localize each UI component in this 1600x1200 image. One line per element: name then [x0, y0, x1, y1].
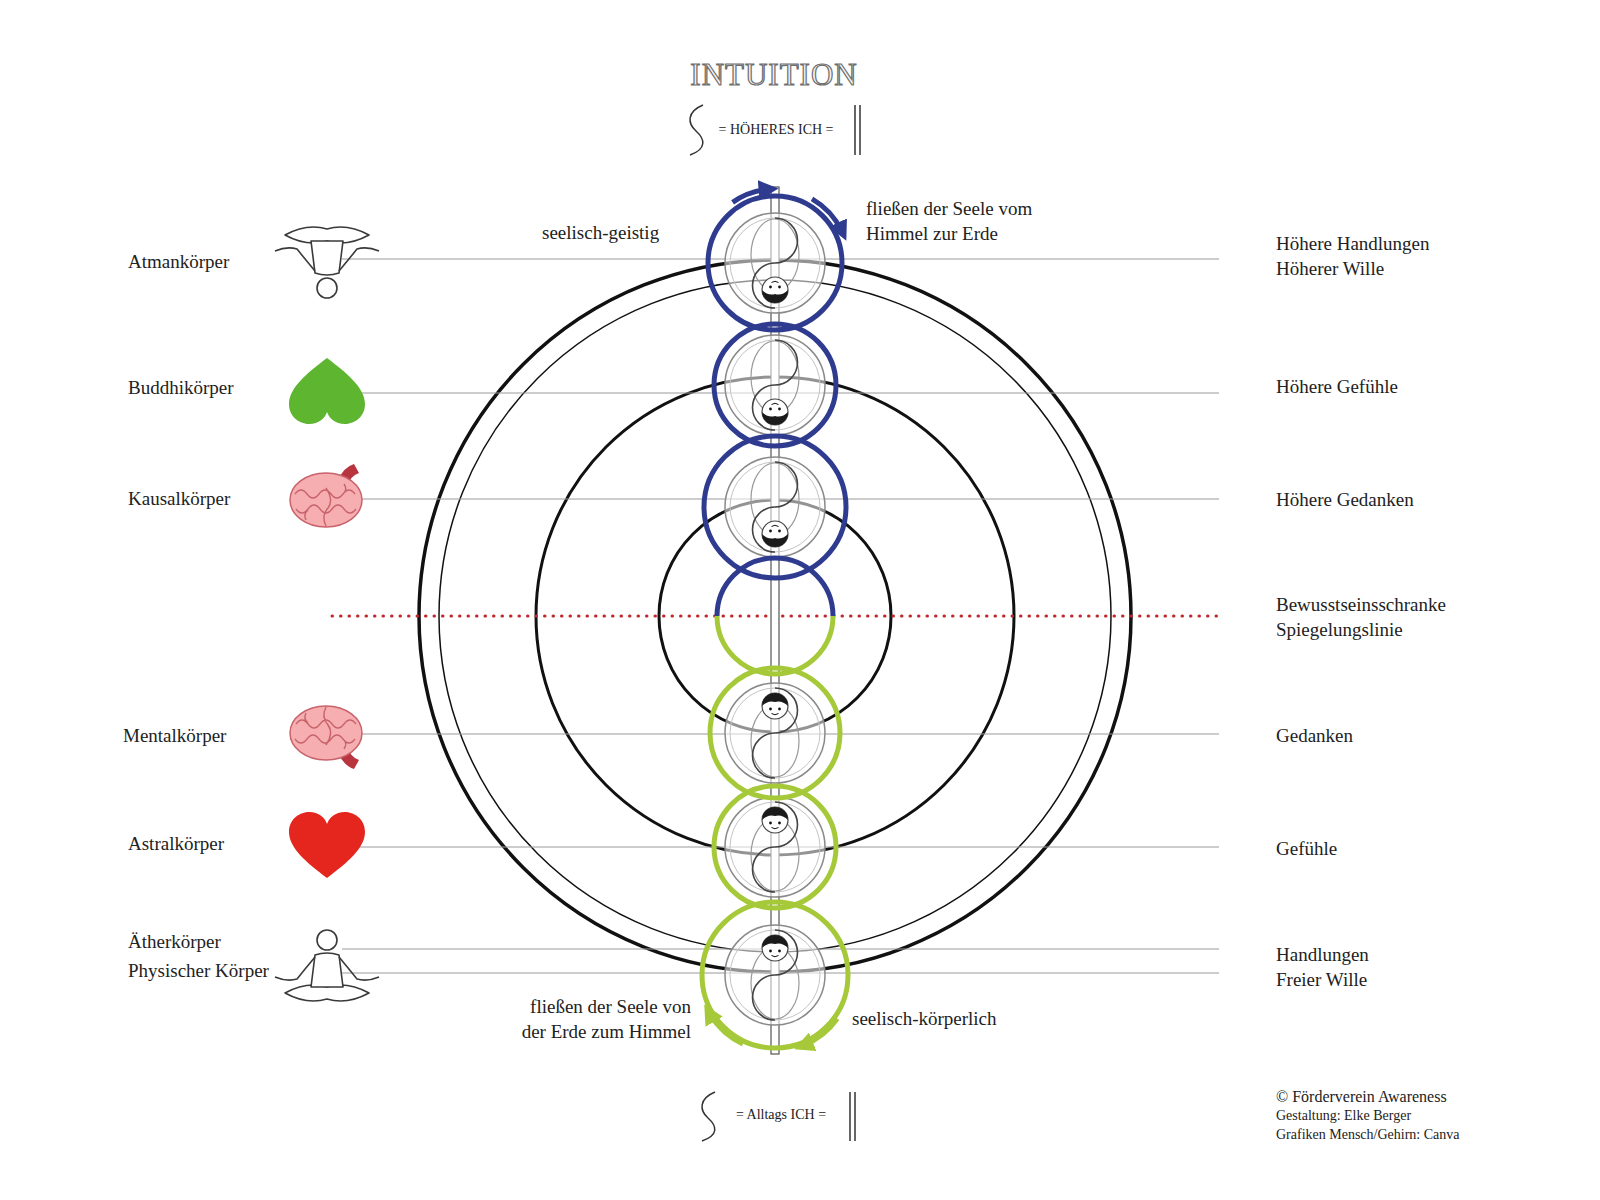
causal-brain-icon	[290, 464, 362, 527]
body-name: Mentalkörper	[123, 723, 226, 748]
soul-figure	[725, 213, 825, 313]
self-symbols	[690, 105, 860, 1141]
body-name: Atmankörper	[128, 249, 229, 274]
everyday-self-label: = Alltags ICH =	[736, 1106, 826, 1124]
body-name: Astralkörper	[128, 831, 224, 856]
s-curve-symbol	[690, 105, 703, 155]
green-ring	[702, 902, 848, 1048]
mental-brain-icon	[290, 706, 362, 769]
body-name: Physischer Körper	[128, 958, 269, 983]
credit-note: Grafiken Mensch/Gehirn: Canva	[1276, 1126, 1460, 1144]
higher-self-label: = HÖHERES ICH =	[719, 121, 834, 139]
soul-figure	[725, 797, 825, 897]
green-half-ring	[717, 616, 833, 674]
soul-figure	[725, 683, 825, 783]
body-name: Ätherkörper	[128, 929, 221, 954]
flow-quality-label: seelisch-körperlich	[852, 1006, 997, 1031]
aspect-label: Gefühle	[1276, 836, 1337, 861]
spiritual-rings	[704, 189, 846, 616]
astral-heart-icon	[289, 812, 365, 878]
flow-direction-label: fließen der Seele vom Himmel zur Erde	[866, 196, 1066, 246]
flow-quality-label: seelisch-geistig	[542, 220, 659, 245]
aspect-label: Höhere Gedanken	[1276, 487, 1414, 512]
aspect-label: Höhere Gefühle	[1276, 374, 1398, 399]
axis-rod	[771, 187, 779, 1054]
axis-symbol	[849, 1092, 851, 1141]
soul-figure	[725, 925, 825, 1025]
green-ring	[714, 786, 836, 908]
body-name: Buddhikörper	[128, 375, 234, 400]
bodily-rings	[702, 616, 848, 1048]
body-name: Kausalkörper	[128, 486, 230, 511]
soul-figure	[725, 335, 825, 435]
diagram-title: INTUITION	[690, 57, 857, 93]
flow-arrow	[812, 199, 842, 232]
atman-icon	[275, 227, 379, 298]
aspect-label: Höhere Handlungen Höherer Wille	[1276, 231, 1466, 281]
aspect-label: Handlungen Freier Wille	[1276, 942, 1396, 992]
s-curve-symbol	[702, 1092, 715, 1141]
axis-symbol	[854, 105, 856, 155]
flow-direction-label: fließen der Seele von der Erde zum Himme…	[511, 994, 691, 1044]
blue-ring	[708, 196, 842, 330]
buddhi-heart-icon	[289, 358, 365, 424]
flow-arrow	[804, 1019, 838, 1046]
blue-half-ring	[717, 558, 833, 616]
physical-body-icon	[275, 930, 379, 1001]
soul-figure	[725, 457, 825, 557]
credit-note: Gestaltung: Elke Berger	[1276, 1107, 1411, 1125]
copyright-note: © Förderverein Awareness	[1276, 1086, 1447, 1107]
aspect-label: Gedanken	[1276, 723, 1353, 748]
green-ring	[710, 668, 840, 798]
axis-symbol	[854, 1092, 856, 1141]
axis-symbol	[859, 105, 861, 155]
flow-arrow	[733, 189, 769, 202]
blue-ring	[714, 324, 836, 446]
flow-arrow	[709, 1013, 743, 1044]
barrier-label: Bewusstseinsschranke Spiegelungslinie	[1276, 592, 1466, 642]
